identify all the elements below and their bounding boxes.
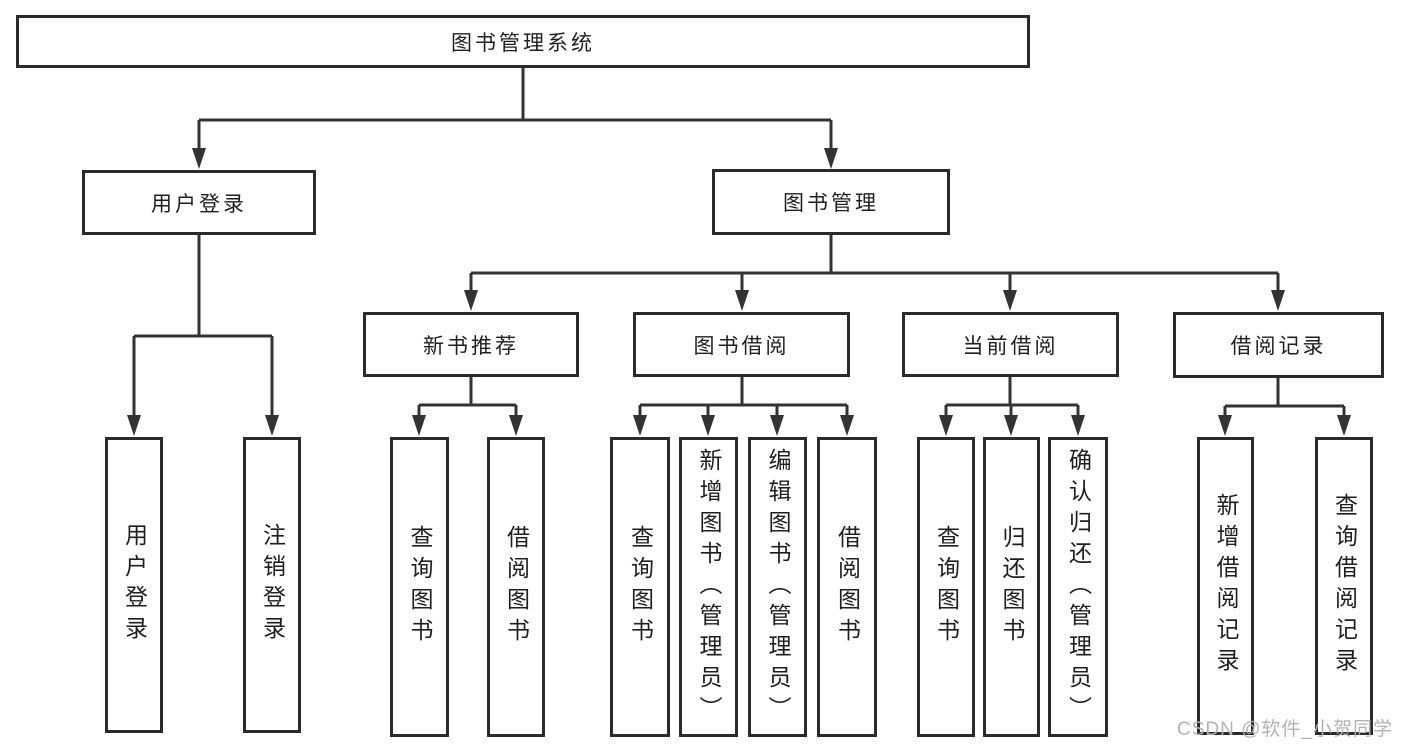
node-user-login-label: 用户登录 bbox=[151, 192, 247, 216]
leaf-query-books-recommend: 查询图书 bbox=[390, 437, 449, 737]
arrowhead bbox=[464, 290, 478, 311]
leaf-query-books-current-label: 查询图书 bbox=[933, 525, 960, 649]
leaf-user-login: 用户登录 bbox=[105, 437, 163, 733]
arrowhead bbox=[1218, 415, 1232, 436]
leaf-borrow-books-borrowing: 借阅图书 bbox=[817, 437, 877, 737]
watermark: CSDN @软件_小贺同学 bbox=[1177, 719, 1393, 740]
leaf-borrow-books-recommend: 借阅图书 bbox=[487, 437, 545, 737]
arrowhead bbox=[412, 415, 426, 436]
leaf-add-borrow-record: 新增借阅记录 bbox=[1197, 437, 1254, 735]
leaf-borrow-books-recommend-label: 借阅图书 bbox=[503, 525, 530, 649]
arrowhead bbox=[824, 148, 838, 169]
node-book-management: 图书管理 bbox=[712, 169, 950, 235]
arrowhead bbox=[770, 415, 784, 436]
arrowhead bbox=[735, 290, 749, 311]
arrowhead bbox=[192, 148, 206, 169]
arrowhead bbox=[1271, 290, 1285, 311]
leaf-confirm-return-admin: 确认归还（管理员） bbox=[1048, 437, 1108, 737]
arrowhead bbox=[1071, 415, 1085, 436]
leaf-add-borrow-record-label: 新增借阅记录 bbox=[1213, 493, 1239, 679]
node-current-borrowing-label: 当前借阅 bbox=[962, 334, 1059, 358]
arrowhead bbox=[939, 415, 953, 436]
leaf-query-books-current: 查询图书 bbox=[917, 437, 975, 737]
node-root: 图书管理系统 bbox=[16, 15, 1030, 68]
arrowhead bbox=[633, 415, 647, 436]
arrowhead bbox=[701, 415, 715, 436]
leaf-logout: 注销登录 bbox=[243, 437, 301, 733]
node-book-management-label: 图书管理 bbox=[783, 192, 879, 215]
arrowhead bbox=[265, 415, 279, 436]
leaf-edit-books-admin: 编辑图书（管理员） bbox=[748, 437, 807, 737]
leaf-add-books-admin-label: 新增图书（管理员） bbox=[696, 447, 722, 727]
leaf-query-books-recommend-label: 查询图书 bbox=[407, 525, 433, 649]
arrowhead bbox=[1003, 290, 1017, 311]
node-new-book-recommend: 新书推荐 bbox=[363, 312, 579, 377]
arrowhead bbox=[127, 415, 141, 436]
arrowhead bbox=[509, 415, 523, 436]
leaf-user-login-label: 用户登录 bbox=[121, 523, 148, 647]
leaf-query-borrow-record: 查询借阅记录 bbox=[1315, 437, 1373, 735]
node-current-borrowing: 当前借阅 bbox=[902, 312, 1119, 377]
leaf-query-books-borrowing: 查询图书 bbox=[610, 437, 670, 737]
node-book-borrowing-label: 图书借阅 bbox=[693, 334, 790, 358]
node-book-borrowing: 图书借阅 bbox=[633, 312, 850, 377]
leaf-edit-books-admin-label: 编辑图书（管理员） bbox=[765, 447, 791, 727]
leaf-confirm-return-admin-label: 确认归还（管理员） bbox=[1065, 447, 1092, 727]
node-user-login: 用户登录 bbox=[82, 170, 316, 235]
node-new-book-recommend-label: 新书推荐 bbox=[423, 334, 519, 358]
node-borrowing-records: 借阅记录 bbox=[1173, 312, 1384, 378]
node-borrowing-records-label: 借阅记录 bbox=[1230, 335, 1327, 358]
leaf-query-borrow-record-label: 查询借阅记录 bbox=[1331, 493, 1358, 679]
leaf-return-books: 归还图书 bbox=[983, 437, 1040, 737]
connector-path bbox=[132, 68, 1346, 417]
leaf-add-books-admin: 新增图书（管理员） bbox=[679, 437, 738, 737]
leaf-borrow-books-borrowing-label: 借阅图书 bbox=[834, 525, 861, 649]
arrowhead bbox=[1337, 415, 1351, 436]
arrowhead bbox=[1004, 415, 1018, 436]
leaf-query-books-borrowing-label: 查询图书 bbox=[627, 525, 654, 649]
leaf-logout-label: 注销登录 bbox=[259, 523, 286, 647]
leaf-return-books-label: 归还图书 bbox=[999, 525, 1025, 649]
node-root-label: 图书管理系统 bbox=[451, 31, 595, 55]
arrowhead bbox=[840, 415, 854, 436]
